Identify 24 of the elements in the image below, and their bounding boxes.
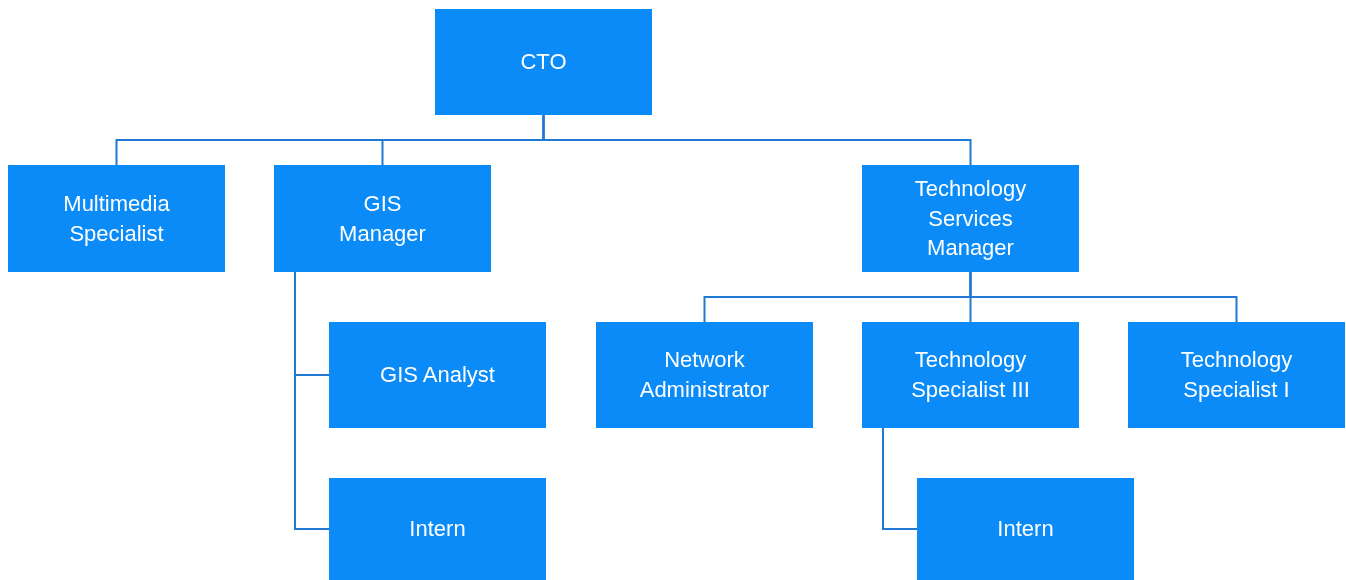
role-title: Network Administrator <box>638 346 771 404</box>
role-box <box>274 165 491 272</box>
role-title: Intern <box>409 515 466 544</box>
role-box <box>862 322 1079 428</box>
role-box <box>917 478 1134 580</box>
role-title: Intern <box>997 515 1054 544</box>
role-box <box>8 165 225 272</box>
role-title: Multimedia Specialist <box>62 189 171 248</box>
role-title: GIS Analyst <box>380 361 495 390</box>
role-box <box>1128 322 1345 428</box>
connector-line <box>969 271 1238 323</box>
role-box <box>596 322 813 428</box>
role-title: CTO <box>520 48 567 77</box>
role-title: Technology Services Manager <box>913 174 1028 263</box>
role-title: Technology Specialist III <box>910 346 1031 404</box>
connector-line <box>294 271 330 530</box>
role-title: Technology Specialist I <box>1179 346 1294 404</box>
role-box <box>862 165 1079 272</box>
connector-line <box>542 114 972 166</box>
role-box <box>329 322 546 428</box>
role-box <box>329 478 546 580</box>
connector-line <box>882 427 918 530</box>
role-box <box>435 9 652 115</box>
role-title: GIS Manager <box>338 189 427 248</box>
